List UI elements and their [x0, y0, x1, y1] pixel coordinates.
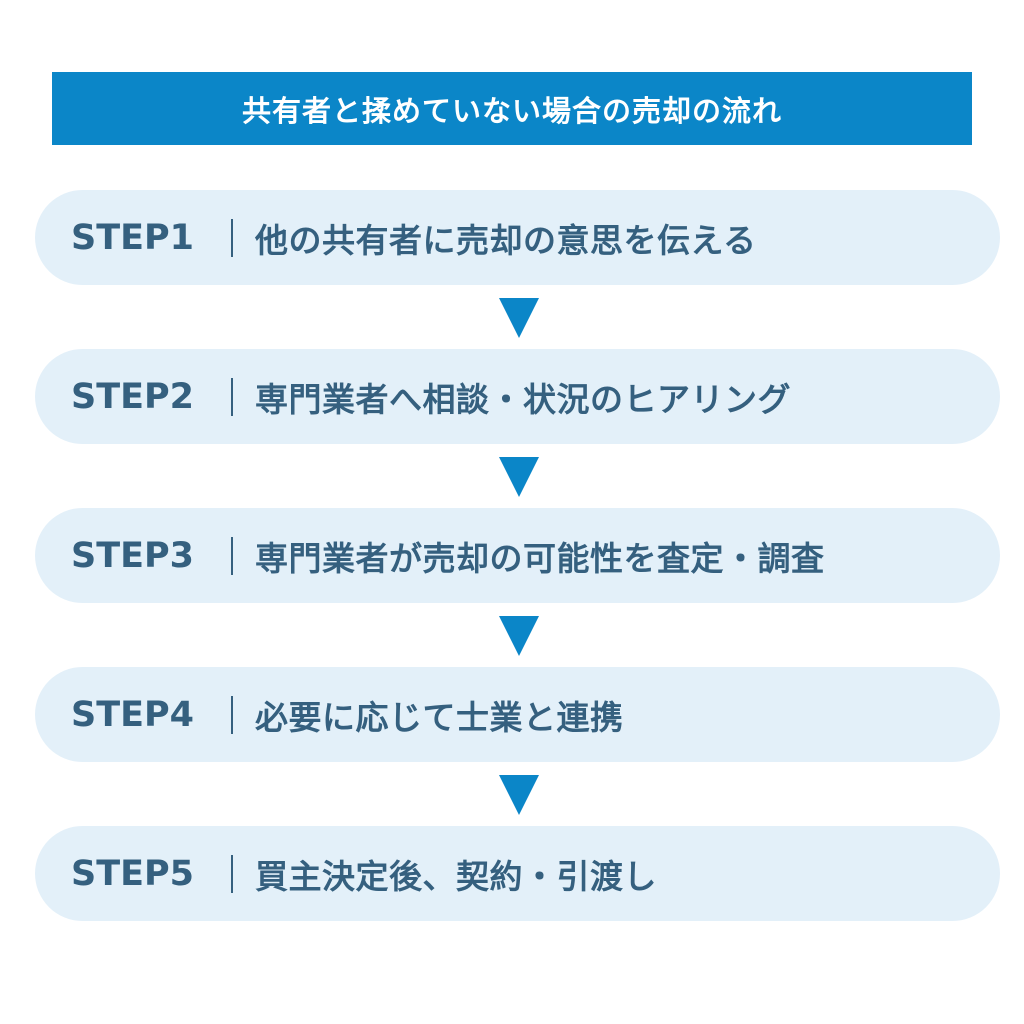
step-1: STEP1 他の共有者に売却の意思を伝える [35, 190, 1000, 285]
divider [231, 536, 233, 575]
step-text: 専門業者へ相談・状況のヒアリング [255, 379, 791, 419]
step-label: STEP5 [71, 853, 194, 894]
step-5: STEP5 買主決定後、契約・引渡し [35, 826, 1000, 921]
down-arrow-icon [499, 298, 539, 338]
step-2: STEP2 専門業者へ相談・状況のヒアリング [35, 349, 1000, 444]
flow-title: 共有者と揉めていない場合の売却の流れ [52, 72, 972, 145]
step-4: STEP4 必要に応じて士業と連携 [35, 667, 1000, 762]
step-text: 専門業者が売却の可能性を査定・調査 [255, 538, 825, 578]
step-label: STEP1 [71, 217, 194, 258]
down-arrow-icon [499, 457, 539, 497]
divider [231, 695, 233, 734]
down-arrow-icon [499, 775, 539, 815]
divider [231, 218, 233, 257]
step-label: STEP4 [71, 694, 194, 735]
step-text: 必要に応じて士業と連携 [255, 697, 624, 737]
divider [231, 854, 233, 893]
step-text: 買主決定後、契約・引渡し [255, 856, 657, 896]
step-text: 他の共有者に売却の意思を伝える [255, 220, 757, 260]
divider [231, 377, 233, 416]
step-label: STEP2 [71, 376, 194, 417]
step-label: STEP3 [71, 535, 194, 576]
down-arrow-icon [499, 616, 539, 656]
step-3: STEP3 専門業者が売却の可能性を査定・調査 [35, 508, 1000, 603]
